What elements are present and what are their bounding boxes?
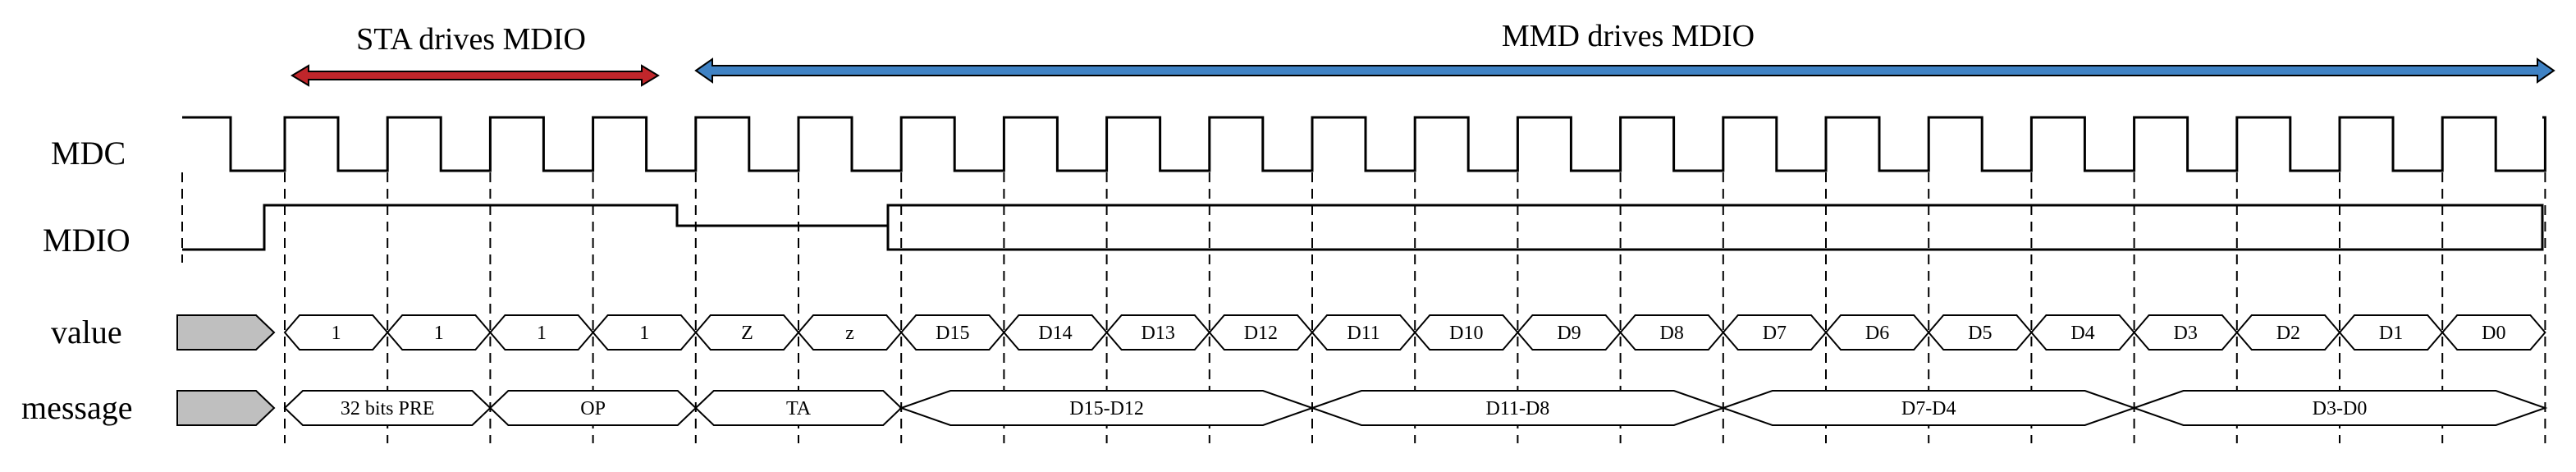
value-cell-label: D3 — [2174, 323, 2198, 344]
value-cell-label: D2 — [2276, 323, 2300, 344]
sta-drives-label: STA drives MDIO — [356, 22, 586, 57]
value-cell-label: D5 — [1968, 323, 1992, 344]
sta-arrow-shape — [291, 64, 660, 87]
value-cell-label: D7 — [1763, 323, 1787, 344]
value-cell-label: 1 — [332, 323, 341, 344]
value-cell-label: 1 — [434, 323, 444, 344]
message-field — [2131, 390, 2548, 426]
mdio-line — [182, 204, 890, 251]
mdio-data-region — [886, 204, 2544, 251]
mmd-arrow-shape — [694, 57, 2555, 84]
mmd-drives-arrow: MMD drives MDIO — [694, 19, 2555, 84]
message-field-label: D11-D8 — [1486, 398, 1550, 419]
mdc-signal-label: MDC — [51, 135, 126, 172]
value-cell-label: D12 — [1244, 323, 1278, 344]
value-cell-label: 1 — [639, 323, 649, 344]
value-cell-label: D14 — [1038, 323, 1072, 344]
value-cell-label: D10 — [1449, 323, 1483, 344]
value-cell-label: D4 — [2070, 323, 2094, 344]
mdio-signal-label: MDIO — [43, 222, 130, 259]
clock-edge-guides — [181, 172, 2546, 443]
message-field-label: TA — [786, 398, 812, 419]
value-cell-label: D9 — [1557, 323, 1581, 344]
message-field-label: D3-D0 — [2313, 398, 2368, 419]
sta-drives-arrow: STA drives MDIO — [291, 22, 660, 87]
message-field-label: 32 bits PRE — [341, 398, 435, 419]
message-filler — [176, 390, 276, 426]
value-cell-label: Z — [741, 323, 753, 344]
value-cell-label: z — [845, 323, 854, 344]
value-cell-label: D0 — [2482, 323, 2505, 344]
value-cell-label: D11 — [1347, 323, 1380, 344]
mdio-waveform — [182, 204, 2544, 251]
value-cell — [2441, 314, 2546, 351]
message-field-label: D7-D4 — [1901, 398, 1956, 419]
value-cell-label: D13 — [1142, 323, 1175, 344]
mdc-clock-waveform — [182, 116, 2546, 172]
value-filler — [176, 314, 276, 351]
value-signal-label: value — [51, 314, 122, 351]
message-signal-label: message — [21, 389, 133, 426]
message-bus: 32 bits PRE OP TA D15-D12 D11-D8 D7-D4 D3-D0 — [176, 390, 2548, 426]
value-cell-label: D8 — [1660, 323, 1684, 344]
value-cell-label: 1 — [537, 323, 547, 344]
value-cell-label: D15 — [936, 323, 969, 344]
message-field-label: OP — [580, 398, 606, 419]
message-field-label: D15-D12 — [1069, 398, 1144, 419]
value-cell-label: D1 — [2379, 323, 2403, 344]
mmd-drives-label: MMD drives MDIO — [1502, 19, 1755, 53]
value-cell-label: D6 — [1865, 323, 1889, 344]
